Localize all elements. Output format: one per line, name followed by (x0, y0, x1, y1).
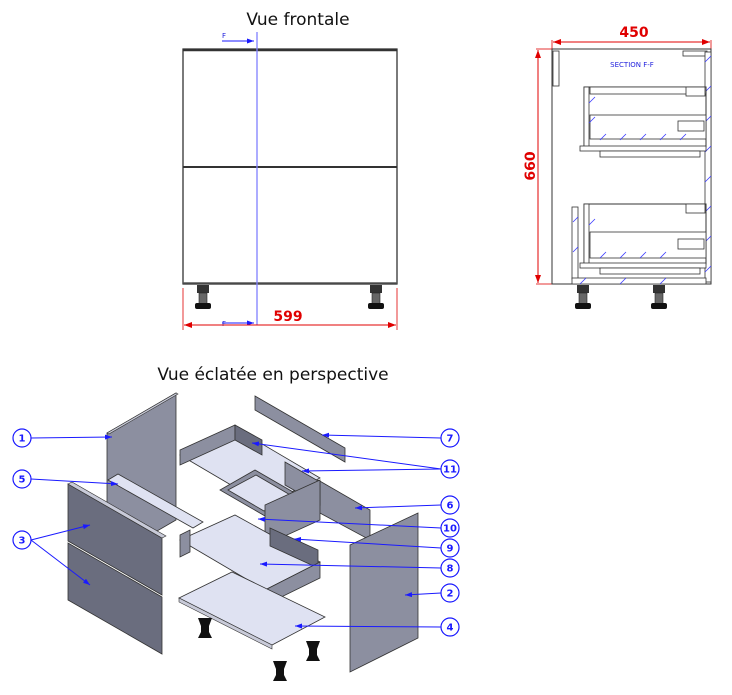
exploded-view-title: Vue éclatée en perspective (157, 365, 388, 385)
callout-leader (30, 539, 91, 586)
callout-leader (259, 561, 442, 569)
section-foot-right (651, 285, 667, 309)
callout-4: 4 (294, 617, 460, 637)
callout-balloon (440, 518, 460, 538)
callout-leader (30, 478, 119, 487)
callout-7: 7 (321, 428, 460, 448)
callout-number: 1 (19, 434, 26, 445)
callout-1: 1 (12, 428, 113, 448)
callout-balloon (440, 617, 460, 637)
callout-balloon (440, 428, 460, 448)
callout-leader (404, 592, 442, 598)
callout-leader (293, 536, 442, 549)
front-foot-right (368, 285, 384, 309)
callout-3: 3 (12, 524, 91, 586)
callout-balloon (12, 530, 32, 550)
callout-balloon (12, 469, 32, 489)
callout-number: 9 (447, 544, 454, 555)
callout-5: 5 (12, 469, 119, 489)
callout-number: 6 (447, 501, 454, 512)
callout-number: 7 (447, 434, 454, 445)
callout-leader (294, 623, 442, 629)
callout-number: 10 (443, 524, 457, 535)
callout-8: 8 (259, 558, 460, 578)
callout-9: 9 (293, 536, 460, 558)
part-drawer-front-lower (67, 542, 163, 655)
section-label: SECTION F-F (610, 61, 654, 69)
callout-number: 11 (443, 465, 457, 476)
callout-6: 6 (354, 495, 460, 515)
front-view-title: Vue frontale (246, 10, 349, 30)
front-foot-left (195, 285, 211, 309)
callout-number: 3 (19, 536, 26, 547)
part-top-back-rail (254, 395, 346, 463)
callout-number: 2 (447, 589, 454, 600)
callout-balloon (440, 459, 460, 479)
callout-balloon (440, 558, 460, 578)
section-upper-drawer (579, 86, 707, 158)
callout-number: 8 (447, 564, 454, 575)
height-dimension: 660 (523, 151, 539, 180)
callout-leader (251, 441, 442, 470)
section-marker-top: F (222, 32, 226, 40)
callout-leader (301, 468, 442, 474)
callout-number: 4 (447, 623, 454, 634)
width-dimension: 599 (273, 309, 302, 325)
callout-leader (354, 504, 442, 511)
front-view: Vue frontale F F 599 (182, 10, 398, 330)
callout-balloon (12, 428, 32, 448)
callout-11: 11 (251, 441, 460, 479)
section-marker-bottom: F (222, 320, 226, 328)
exploded-view: Vue éclatée en perspective (12, 365, 460, 681)
callout-2: 2 (404, 583, 460, 603)
callout-leader (257, 516, 442, 529)
callout-number: 5 (19, 475, 26, 486)
callout-balloon (440, 583, 460, 603)
callout-balloon (440, 495, 460, 515)
callout-leader (30, 434, 113, 440)
part-back-panel (317, 479, 371, 541)
part-side-panel-right (349, 512, 419, 673)
depth-dimension: 450 (619, 25, 648, 41)
section-view: 450 660 SECTION F-F (523, 25, 712, 309)
exploded-feet (198, 618, 320, 681)
section-lower-drawer (571, 203, 707, 285)
part-top-rail (107, 473, 204, 529)
section-foot-left (575, 285, 591, 309)
callout-10: 10 (257, 516, 460, 538)
callout-balloon (440, 538, 460, 558)
callout-leader (321, 432, 442, 439)
callout-leader (30, 524, 91, 541)
